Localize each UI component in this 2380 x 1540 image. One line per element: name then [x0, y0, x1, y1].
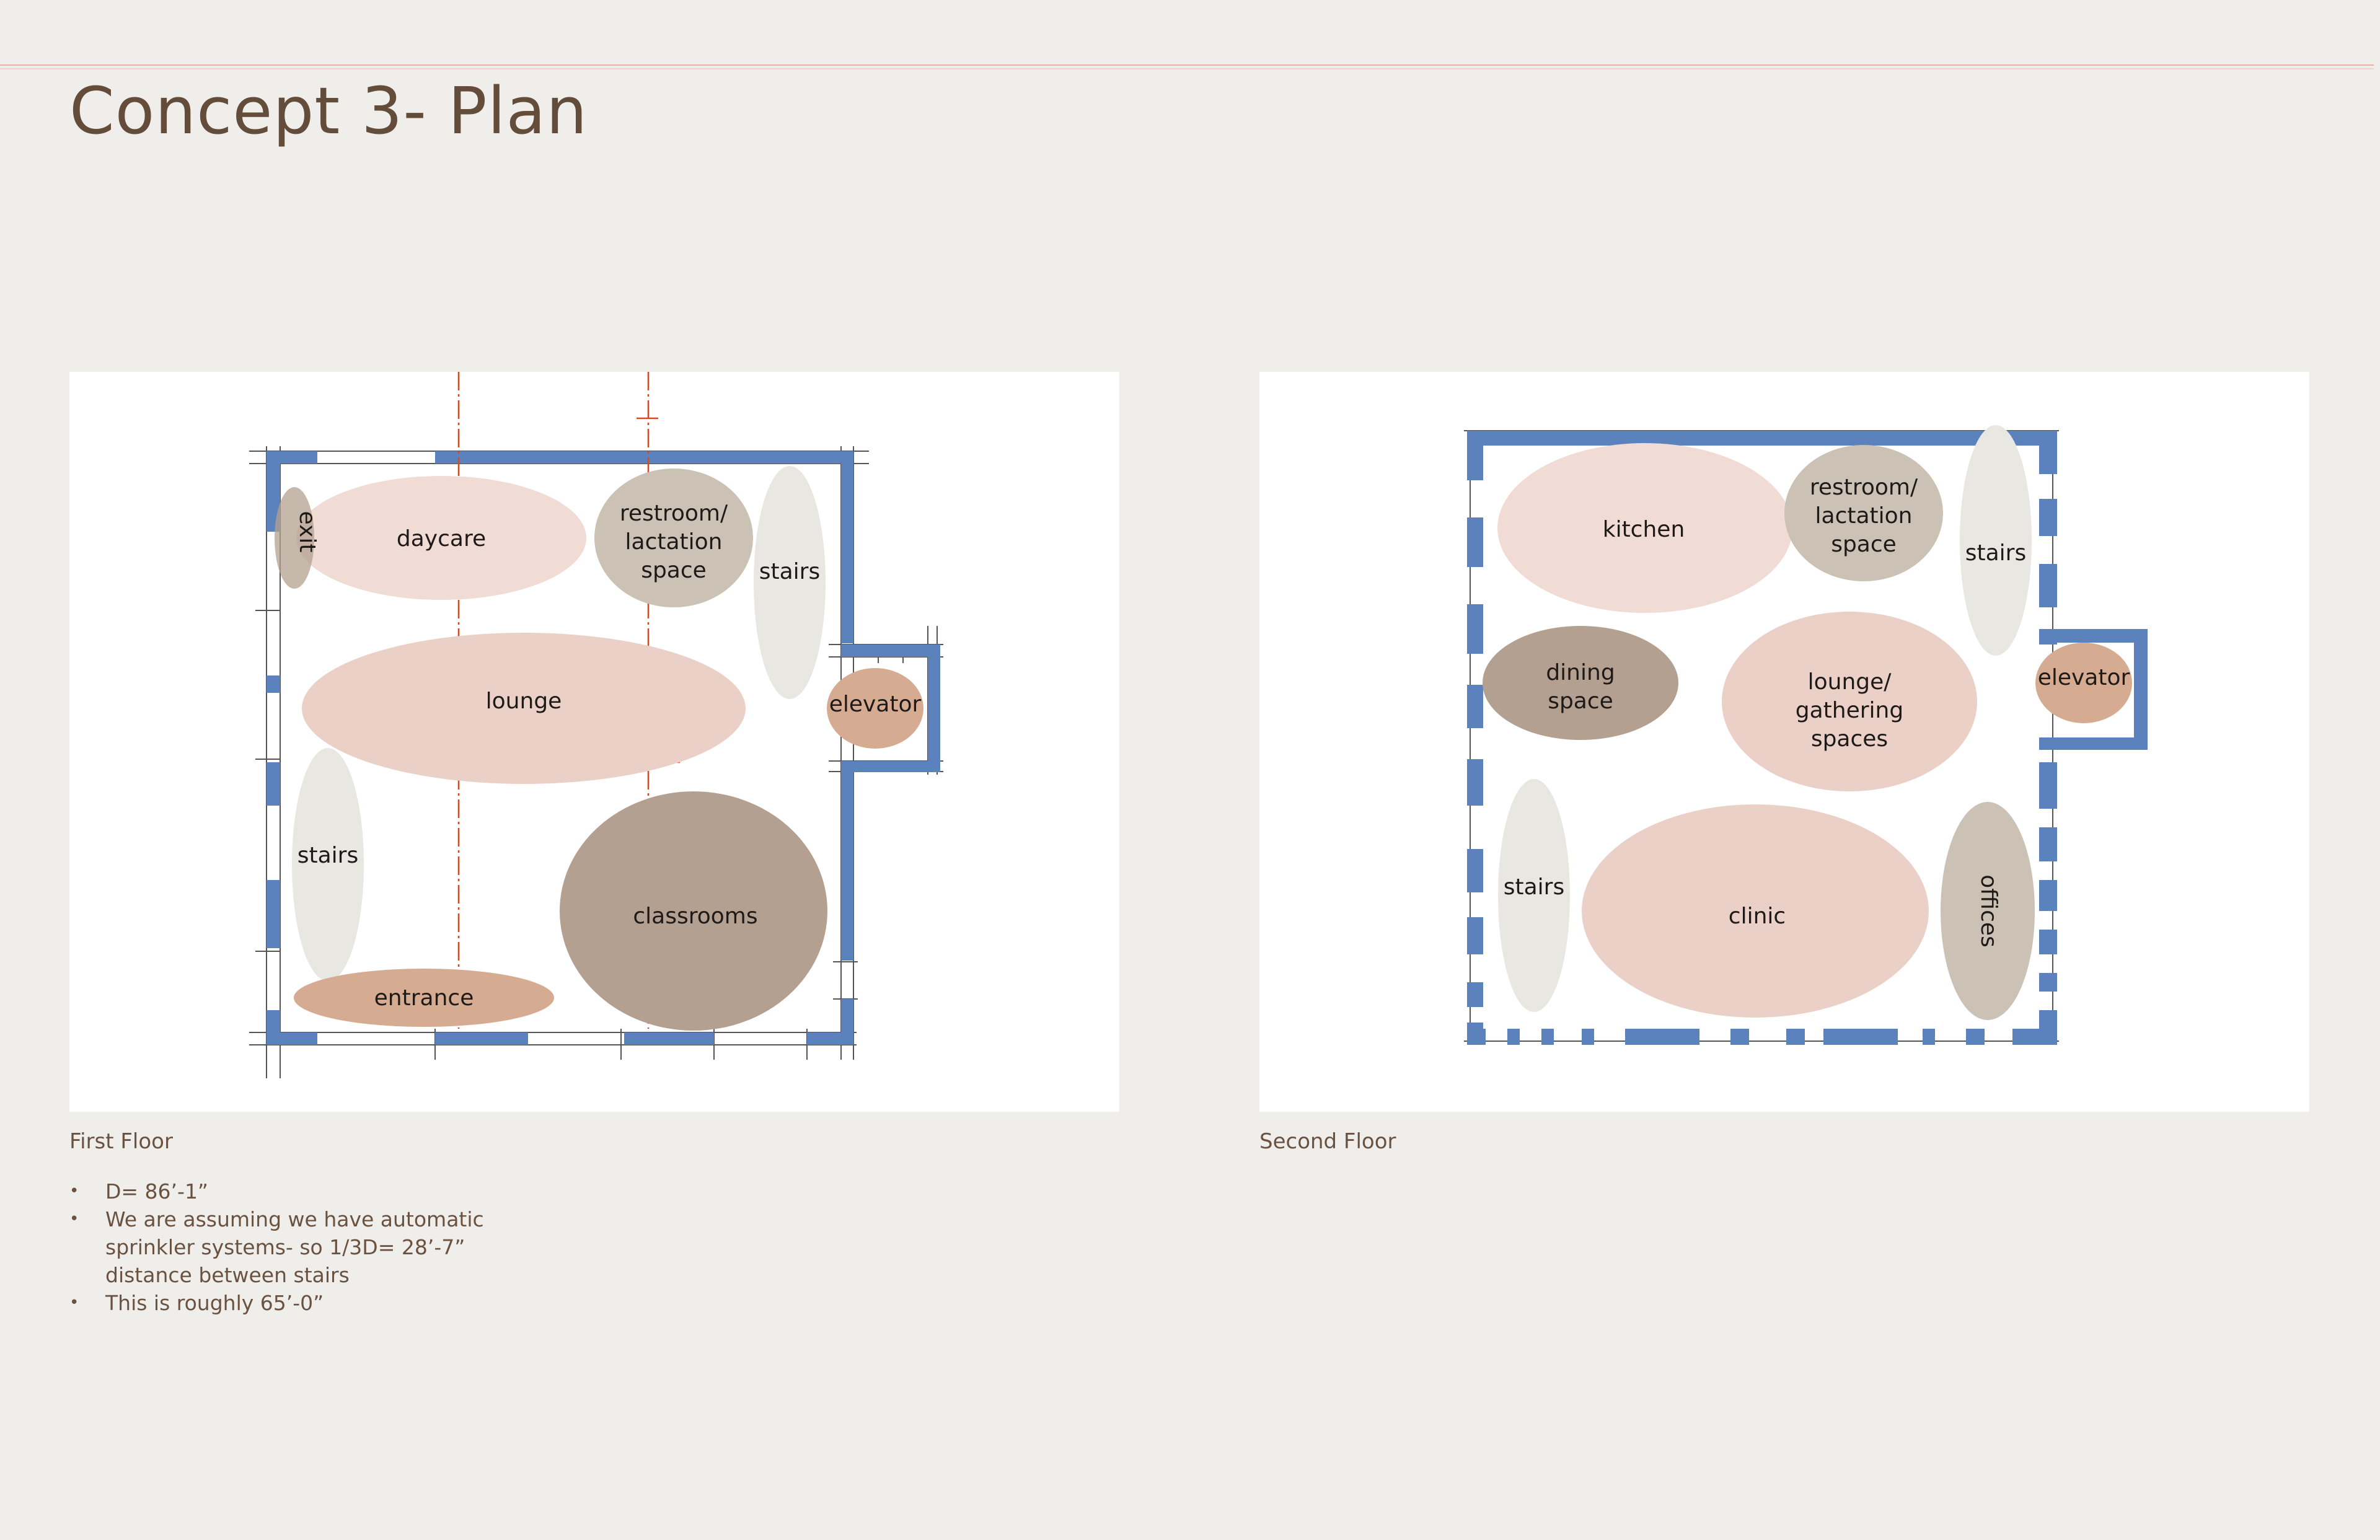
- room-stairs-top: [1960, 425, 2032, 656]
- room-kitchen: [1497, 443, 1792, 613]
- room-offices: [1941, 802, 2035, 1020]
- label-exit: exit: [294, 511, 320, 553]
- label-stairs-top: stairs: [759, 559, 821, 584]
- first-floor-caption: First Floor: [69, 1129, 173, 1154]
- label-offices: offices: [1976, 874, 2001, 948]
- label-elevator: elevator: [2038, 665, 2130, 690]
- first-floor-plan: exit daycare restroom/ lactation space s…: [249, 372, 943, 1078]
- room-lounge: [302, 633, 746, 784]
- room-daycare: [296, 476, 586, 600]
- label-restroom-1: restroom/: [1810, 475, 1918, 500]
- room-stairs-top: [754, 466, 826, 699]
- label-daycare: daycare: [397, 526, 486, 552]
- label-entrance: entrance: [374, 985, 474, 1011]
- label-dining-2: space: [1548, 689, 1613, 714]
- label-elevator: elevator: [829, 692, 922, 717]
- header-rule: [0, 64, 2374, 66]
- room-dining: [1483, 626, 1678, 740]
- room-elevator: [2035, 643, 2132, 723]
- first-floor-rooms: [275, 466, 923, 1031]
- label-lounge-3: spaces: [1811, 726, 1888, 752]
- note-item: We are assuming we have automatic sprink…: [69, 1205, 491, 1289]
- header-rule-secondary: [0, 68, 2374, 69]
- label-stairs-left: stairs: [1504, 874, 1565, 900]
- exterior-walls: [1467, 431, 2148, 1045]
- page-title: Concept 3- Plan: [69, 73, 588, 149]
- room-stairs-left: [292, 748, 364, 981]
- room-classrooms: [560, 791, 827, 1031]
- room-restroom: [1784, 445, 1943, 581]
- room-entrance: [294, 969, 554, 1027]
- second-floor-plan-panel: kitchen restroom/ lactation space stairs…: [1259, 372, 2309, 1112]
- label-restroom-2: lactation: [625, 529, 723, 555]
- second-floor-plan: kitchen restroom/ lactation space stairs…: [1464, 425, 2148, 1045]
- second-floor-rooms: [1483, 425, 2132, 1020]
- label-lounge-1: lounge/: [1808, 669, 1892, 695]
- room-restroom: [594, 469, 753, 607]
- label-classrooms: classrooms: [633, 904, 757, 929]
- room-clinic: [1582, 804, 1929, 1018]
- label-kitchen: kitchen: [1603, 517, 1685, 542]
- label-restroom-2: lactation: [1815, 503, 1913, 529]
- room-elevator: [827, 668, 923, 749]
- exterior-walls: [267, 451, 940, 1045]
- room-exit: [275, 487, 314, 589]
- label-stairs-top: stairs: [1965, 540, 2027, 566]
- first-floor-plan-panel: exit daycare restroom/ lactation space s…: [69, 372, 1119, 1112]
- label-dining-1: dining: [1546, 660, 1615, 685]
- label-restroom-3: space: [641, 558, 707, 583]
- note-item: D= 86’-1”: [69, 1177, 491, 1205]
- room-lounge: [1722, 612, 1977, 791]
- design-notes-list: D= 86’-1” We are assuming we have automa…: [69, 1177, 491, 1317]
- label-stairs-left: stairs: [298, 843, 359, 868]
- label-restroom-3: space: [1831, 532, 1897, 557]
- label-restroom-1: restroom/: [620, 501, 728, 526]
- note-item: This is roughly 65’-0”: [69, 1289, 491, 1317]
- label-lounge-2: gathering: [1796, 698, 1903, 723]
- second-floor-caption: Second Floor: [1259, 1129, 1396, 1154]
- label-clinic: clinic: [1729, 904, 1786, 929]
- room-stairs-left: [1498, 779, 1570, 1012]
- label-lounge: lounge: [486, 689, 562, 714]
